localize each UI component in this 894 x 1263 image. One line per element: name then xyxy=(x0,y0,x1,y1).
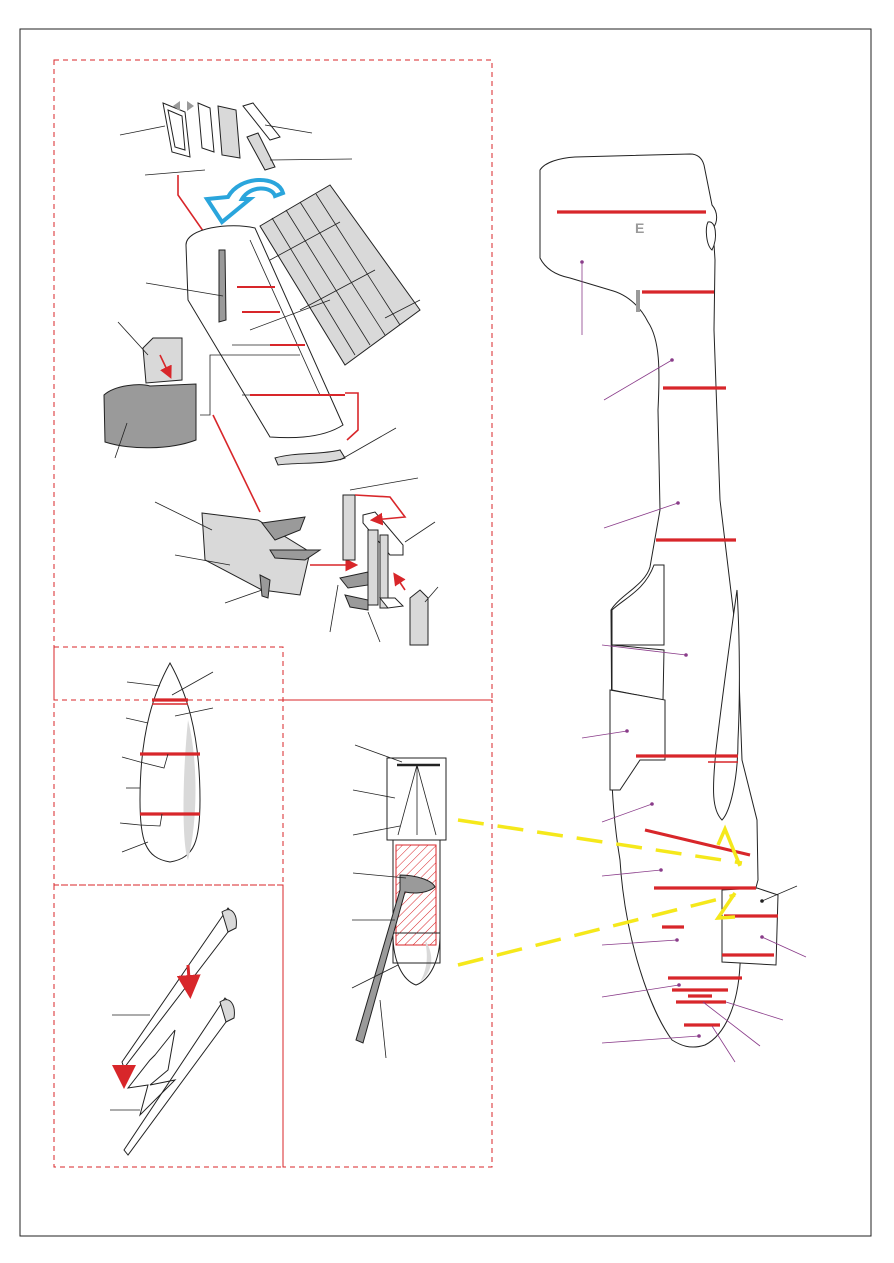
leader xyxy=(352,789,396,799)
cylinder-part xyxy=(342,494,356,561)
leader xyxy=(117,321,149,356)
instrument-frame-part xyxy=(162,102,191,158)
antenna-bracket xyxy=(126,1029,177,1117)
leader xyxy=(174,707,214,717)
red-guide xyxy=(212,414,261,513)
leader xyxy=(424,586,439,603)
yellow-callout xyxy=(457,818,743,967)
seat-assembly xyxy=(201,512,311,596)
cockpit-side-panel xyxy=(259,184,421,366)
red-guide xyxy=(354,494,407,526)
cockpit-assembly-diagram xyxy=(103,101,439,646)
leader xyxy=(119,813,163,827)
seat-lever-part xyxy=(259,574,271,599)
fuselage-leaders xyxy=(580,260,807,1063)
leader xyxy=(352,825,401,836)
fuselage-tail-tab xyxy=(705,221,716,251)
leader xyxy=(154,501,213,531)
panel-antenna-mast xyxy=(53,884,284,1168)
leader xyxy=(114,422,128,459)
engine-cowling-part xyxy=(103,383,197,449)
leader xyxy=(351,964,399,989)
marking-tab xyxy=(636,290,640,312)
push-arrow-icon xyxy=(187,101,194,111)
red-guide xyxy=(237,286,345,396)
leader xyxy=(174,554,231,566)
leader xyxy=(384,299,421,319)
antenna-strip-top xyxy=(121,907,234,1070)
block-part xyxy=(409,589,429,646)
leader xyxy=(224,589,263,604)
leader xyxy=(119,125,166,136)
leader xyxy=(171,671,214,696)
pedal-post-right xyxy=(379,534,389,609)
push-arrow-icon xyxy=(173,101,180,111)
antenna-mast-diagram xyxy=(110,907,237,1156)
leader xyxy=(349,477,419,491)
fuselage-diagram: E xyxy=(457,153,807,1063)
bomb-fin-lines xyxy=(397,764,437,836)
bomb-shade xyxy=(420,940,432,982)
leader xyxy=(126,681,161,687)
instrument-bracket-part xyxy=(197,102,215,153)
leader xyxy=(339,427,397,461)
leader xyxy=(121,841,149,853)
pedal-foot-part xyxy=(339,571,369,611)
antenna-tab-top xyxy=(221,909,237,933)
leader xyxy=(144,169,206,176)
seat-belt-part xyxy=(261,516,322,561)
instrument-panel-part xyxy=(217,105,241,159)
panel-ribs xyxy=(232,193,401,396)
rail-part-bottom xyxy=(246,132,276,171)
pedal-base xyxy=(378,597,405,609)
body-marking: E xyxy=(635,220,644,236)
fuselage-lower-panel xyxy=(609,689,666,791)
leader xyxy=(145,282,224,297)
leader xyxy=(121,753,169,769)
bomb-band xyxy=(392,932,441,964)
drop-tank-diagram xyxy=(119,661,214,863)
panel-drop-tank xyxy=(53,646,284,886)
pedal-post-left xyxy=(367,529,379,606)
rail-part-top xyxy=(242,102,281,141)
leader xyxy=(200,354,300,416)
bomb-fin-box xyxy=(386,757,447,841)
control-stick-part xyxy=(218,249,227,323)
rotate-arrow-icon xyxy=(203,178,286,225)
fold-arrow-icon xyxy=(159,354,172,379)
leader xyxy=(379,999,387,1059)
bomb-mount-strut xyxy=(355,874,436,1044)
fold-arrow-icon xyxy=(176,964,201,999)
antenna-strip-bottom xyxy=(123,997,232,1156)
red-guide xyxy=(345,392,359,441)
leader xyxy=(125,717,149,724)
leader xyxy=(269,158,353,161)
leader xyxy=(354,744,403,763)
leader xyxy=(352,872,407,879)
bomb-diagram xyxy=(351,744,447,1059)
panel-cockpit-assembly xyxy=(53,59,493,701)
fold-arrow-icon xyxy=(393,572,406,591)
leader xyxy=(264,124,313,134)
panel-bomb xyxy=(282,699,493,1168)
leader xyxy=(404,521,436,543)
antenna-tab-bottom xyxy=(219,999,235,1023)
leader xyxy=(367,611,381,643)
leader xyxy=(329,584,339,633)
pipe-part xyxy=(274,449,346,466)
page-frame xyxy=(19,28,872,1237)
